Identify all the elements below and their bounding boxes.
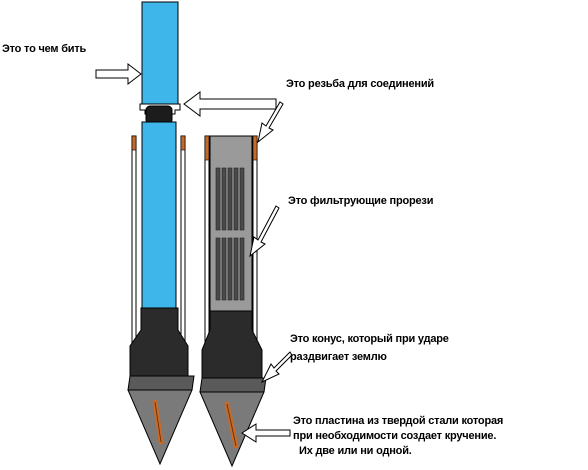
filter-slot [227,167,233,231]
label-plate-line3: Их две или ни одной. [299,445,412,457]
arrow-thread [183,91,277,117]
filter-slot [239,167,245,231]
arrow-plate [241,423,291,443]
label-thread: Это резьба для соединений [286,78,434,90]
label-plate-line2: при необходимости создает кручение. [293,430,497,442]
filter-slot [215,167,221,231]
label-plate: Это пластина из твердой стали которая пр… [293,414,503,459]
left-cone-body [129,307,189,377]
left-assembly [127,1,195,466]
left-thread-marker-right [180,135,186,151]
label-strike: Это то чем бить [2,43,87,55]
left-tube-left-wall [131,135,137,359]
arrow-strike [95,62,142,86]
filter-slot [233,237,239,301]
filter-slot [233,167,239,231]
filter-slots [215,167,245,301]
arrow-cone [260,351,293,384]
filter-slot [221,167,227,231]
right-thread-marker-right [252,135,258,161]
left-cone-band [127,375,195,391]
arrow-thread-right [257,101,284,144]
inner-rod [141,121,177,309]
label-plate-line1: Это пластина из твердой стали которая [293,415,504,427]
label-cone-line2: раздвигает землю [290,351,387,363]
right-cone-band [199,377,267,393]
left-tube-right-wall [180,135,186,359]
filter-slot [215,237,221,301]
filter-slot [227,237,233,301]
right-assembly [199,135,267,468]
left-thread-marker-left [131,135,137,151]
hammer-rod [141,1,179,105]
label-cone-line1: Это конус, который при ударе [290,333,449,345]
label-filter: Это фильтрующие прорези [288,195,434,207]
label-cone: Это конус, который при ударе раздвигает … [290,330,449,366]
filter-slot [239,237,245,301]
arrow-filter [249,205,280,258]
filter-slot [221,237,227,301]
right-thread-marker-left [204,135,210,161]
coupling-block [145,105,173,125]
